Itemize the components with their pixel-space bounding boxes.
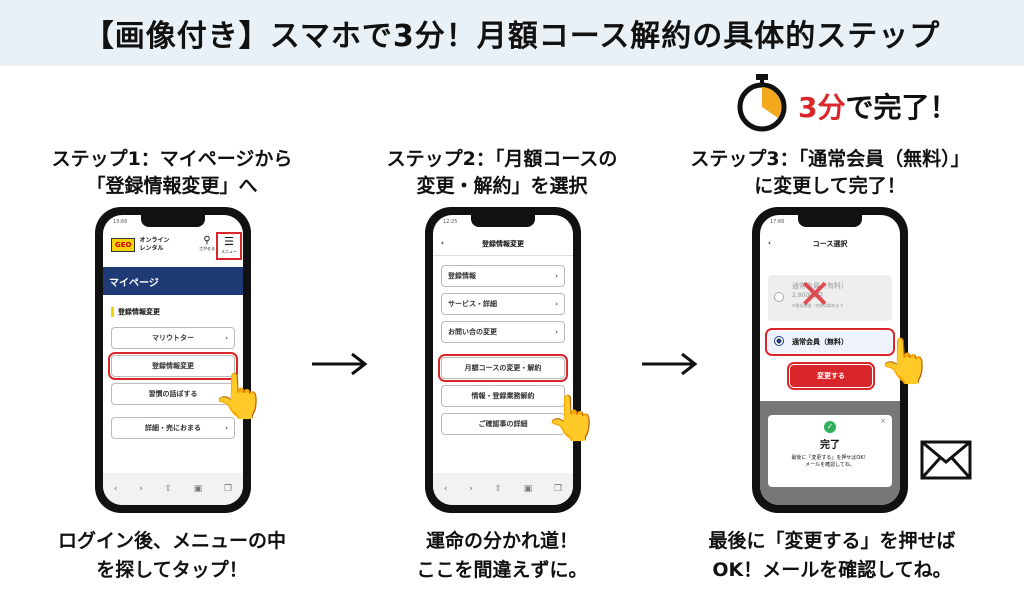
menu-item[interactable]: ご確認事の詳細› — [441, 413, 565, 435]
time-badge: 3分で完了！ — [798, 91, 958, 124]
tap-hand-icon: 👆 — [212, 371, 267, 422]
menu-item[interactable]: サービス・詳細› — [441, 293, 565, 315]
step3-heading: ステップ3：「通常会員（無料）」に変更して完了！ — [690, 148, 970, 197]
plan-option-free[interactable]: 通常会員（無料） — [765, 328, 895, 356]
phone-step1: 13:66 GEO オンラインレンタル ⚲さがせる ☰メニュー マイページ 登録… — [95, 207, 251, 513]
menu-item[interactable]: 習慣の話ぼする — [111, 383, 235, 405]
page-title: 【画像付き】スマホで3分！月額コース解約の具体的ステップ — [83, 19, 941, 54]
step1-heading: ステップ1：マイページから「登録情報変更」へ — [51, 148, 293, 197]
menu-item[interactable]: マリウトター› — [111, 327, 235, 349]
section-label: 登録情報変更 — [111, 307, 160, 317]
menu-item[interactable]: 登録情報› — [441, 265, 565, 287]
close-icon[interactable]: × — [880, 417, 886, 425]
phone-step3: 17:66 ‹コース選択 通常会員（有料）2,800円/月※最低期間・特典は解約… — [752, 207, 908, 513]
arrow-right-icon — [312, 352, 368, 376]
step1-caption: ログイン後、メニューの中を探してタップ！ — [57, 530, 286, 581]
completion-dialog: × ✓ 完了 最後に「変更する」を押せばOK！ メールを確認してね。 — [768, 415, 892, 487]
search-button[interactable]: ⚲さがせる — [199, 235, 215, 251]
menu-item[interactable]: お問い合の変更› — [441, 321, 565, 343]
back-icon[interactable]: ‹ — [441, 239, 444, 247]
menu-item-course-cancel[interactable]: 月額コースの変更・解約 — [438, 354, 568, 382]
step2-heading: ステップ2：「月額コースの変更・解約」を選択 — [386, 148, 618, 197]
plan-option-paid[interactable]: 通常会員（有料）2,800円/月※最低期間・特典は解約まで ✕ — [768, 272, 892, 321]
phone-step2: 12:25 ‹登録情報変更 登録情報› サービス・詳細› お問い合の変更› 月額… — [425, 207, 581, 513]
submit-change-button[interactable]: 変更する — [787, 362, 875, 390]
arrow-right-icon — [642, 352, 698, 376]
menu-item[interactable]: 情報・登録業務解約 — [441, 385, 565, 407]
mypage-header: マイページ — [103, 267, 243, 295]
tap-hand-icon: 👆 — [878, 336, 933, 387]
tap-hand-icon: 👆 — [545, 393, 600, 444]
hamburger-icon: ☰ — [224, 235, 234, 248]
menu-button[interactable]: ☰メニュー — [216, 232, 242, 260]
step2-caption: 運命の分かれ道！ここを間違えずに。 — [416, 530, 588, 581]
browser-toolbar: ‹›⇧▣❐ — [103, 473, 243, 505]
browser-toolbar: ‹›⇧▣❐ — [433, 473, 573, 505]
stopwatch-icon — [737, 74, 787, 132]
title-banner: 【画像付き】スマホで3分！月額コース解約の具体的ステップ — [0, 0, 1024, 66]
check-icon: ✓ — [824, 421, 836, 433]
menu-item-registration-change[interactable]: 登録情報変更 — [108, 352, 238, 380]
menu-item[interactable]: 詳細・売におまる› — [111, 417, 235, 439]
envelope-icon — [920, 440, 972, 480]
back-icon[interactable]: ‹ — [768, 239, 771, 247]
cross-icon: ✕ — [798, 272, 832, 318]
geo-logo: GEO — [111, 238, 136, 252]
